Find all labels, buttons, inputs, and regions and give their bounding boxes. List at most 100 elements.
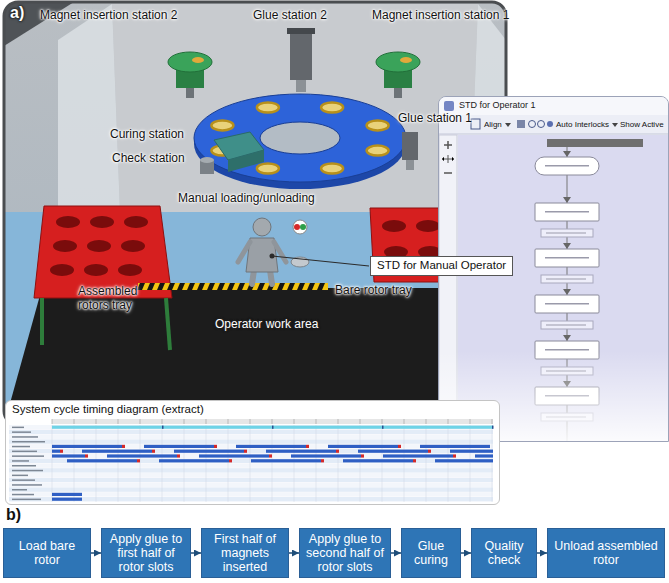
side-icon <box>444 141 452 149</box>
state-box-mark <box>545 211 589 213</box>
timing-row <box>9 492 493 496</box>
tray-pocket <box>118 264 142 276</box>
timing-bar <box>266 450 336 453</box>
part-label: Glue station 2 <box>253 9 327 23</box>
row-name-mark <box>12 427 24 429</box>
hazard-stripe <box>257 283 265 290</box>
ruler-tick <box>382 419 383 424</box>
ruler-tick <box>448 419 449 424</box>
tray-pocket <box>50 264 74 276</box>
operator-figure <box>238 242 250 262</box>
tray-pocket <box>90 216 114 228</box>
magnet-insertion-machine <box>376 52 420 72</box>
hazard-stripe <box>138 283 328 290</box>
ruler-tick <box>316 419 317 424</box>
row-name-mark <box>12 431 31 433</box>
state-box-mark <box>545 349 589 351</box>
timing-grid <box>492 425 493 502</box>
state-arrow <box>563 335 571 341</box>
timing-row <box>9 449 493 453</box>
operator-figure <box>274 242 286 262</box>
timing-marker <box>413 459 416 462</box>
timing-grid <box>426 425 427 502</box>
toolbar <box>439 115 668 134</box>
timing-grid <box>96 425 97 502</box>
flow-arrow <box>537 552 547 554</box>
row-name-mark <box>12 475 28 477</box>
timing-row <box>9 468 493 472</box>
timing-marker <box>214 445 217 448</box>
part-label: Glue station 1 <box>398 112 472 126</box>
timing-bar <box>144 445 214 448</box>
toolbar-icon <box>538 121 545 128</box>
timing-marker <box>244 450 247 453</box>
hazard-stripe <box>187 283 195 290</box>
ruler-tick <box>184 419 185 424</box>
timing-grid <box>74 425 75 502</box>
row-name-mark <box>12 484 42 486</box>
check-sensor <box>200 157 214 163</box>
window-title: STD for Operator 1 <box>459 100 669 110</box>
timing-bar <box>174 450 244 453</box>
timing-row <box>9 459 493 463</box>
row-name-mark <box>12 465 36 467</box>
magnet-insertion-head <box>394 88 402 98</box>
row-name-mark <box>12 460 29 462</box>
ruler-tick <box>470 419 471 424</box>
timing-bar <box>52 445 122 448</box>
flow-arrow <box>391 552 401 554</box>
panel-letter: b) <box>6 506 21 524</box>
ruler-tick <box>96 419 97 424</box>
ruler-tick <box>162 419 163 424</box>
leader-line <box>272 256 369 266</box>
ruler-tick <box>338 419 339 424</box>
process-box: Glue curing <box>401 528 461 578</box>
timing-grid <box>184 425 185 502</box>
action-note <box>541 275 593 283</box>
ruler-tick <box>74 419 75 424</box>
signal-light <box>300 224 306 230</box>
timing-ruler <box>52 419 493 424</box>
state-box <box>535 157 599 175</box>
process-box: Apply glue to first half of rotor slots <box>101 528 191 578</box>
enclosure-wall <box>112 4 478 212</box>
ruler-tick <box>426 419 427 424</box>
hazard-stripe <box>307 283 315 290</box>
callout-text: STD for Manual Operator <box>377 259 506 273</box>
flow-arrow <box>289 552 299 554</box>
timing-grid <box>206 425 207 502</box>
row-name-mark <box>12 451 37 453</box>
timing-grid <box>382 425 383 502</box>
window-icon <box>444 101 454 111</box>
signal-light <box>293 220 307 234</box>
timing-row <box>9 478 493 482</box>
part-label: Magnet insertion station 2 <box>40 9 177 23</box>
timing-grid <box>250 425 251 502</box>
timing-marker <box>177 454 180 457</box>
hazard-stripe <box>177 283 185 290</box>
state-bar <box>547 139 643 147</box>
hazard-stripe <box>157 283 165 290</box>
part-label: Operator work area <box>215 318 318 332</box>
ruler-tick <box>206 419 207 424</box>
row-name-mark <box>12 494 34 496</box>
timing-bar <box>236 445 306 448</box>
ruler-tick <box>52 419 53 424</box>
dropdown-arrow <box>505 123 511 127</box>
part-label: Magnet insertion station 1 <box>372 9 509 23</box>
timing-row <box>9 444 493 448</box>
flow-arrow <box>461 552 471 554</box>
glue-dispenser <box>290 34 312 80</box>
tray-pocket <box>84 264 108 276</box>
timing-bar <box>199 454 269 457</box>
tray-pocket <box>124 216 148 228</box>
action-note <box>541 229 593 237</box>
timing-bar <box>82 450 152 453</box>
magnet-magazine <box>192 57 204 63</box>
timing-marker <box>269 454 272 457</box>
step-text: Unload assembled rotor <box>552 539 660 567</box>
timing-marker <box>306 445 309 448</box>
glue-dispenser <box>287 28 315 34</box>
toolbar-label: Align <box>484 120 502 129</box>
ruler-tick <box>360 419 361 424</box>
